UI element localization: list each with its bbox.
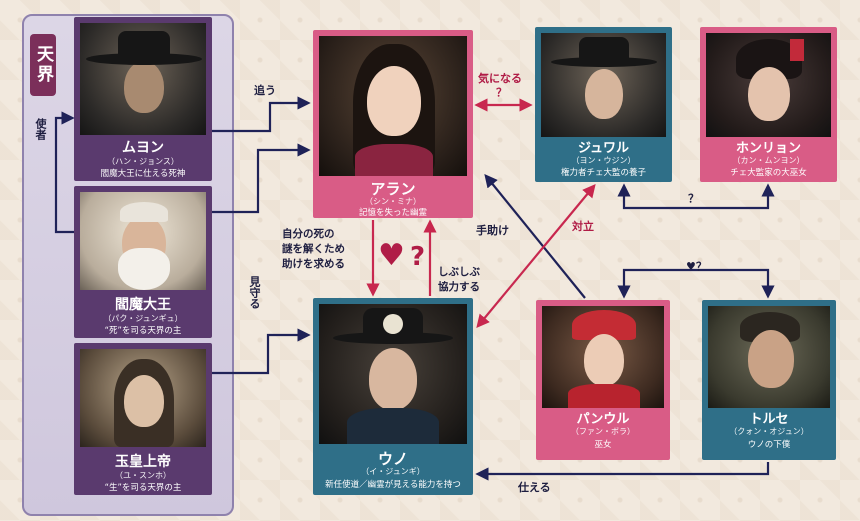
card-juwol: ジュワル （ヨン・ウジン） 権力者チェ大監の養子 bbox=[535, 27, 672, 182]
card-torse: トルセ （クォン・オジュン） ウノの下僕 bbox=[702, 300, 836, 460]
label-shisha: 使者 bbox=[34, 118, 47, 140]
card-uno: ウノ （イ・ジュンギ） 新任使道／幽霊が見える能力を持つ bbox=[313, 298, 473, 495]
card-honryon: ホンリョン （カン・ムンヨン） チェ大監家の大巫女 bbox=[700, 27, 837, 182]
actor-honryon: （カン・ムンヨン） bbox=[732, 156, 805, 165]
arrow-tairitsu bbox=[476, 183, 596, 329]
name-enma: 閻魔大王 bbox=[115, 297, 171, 313]
role-honryon: チェ大監家の大巫女 bbox=[730, 168, 807, 178]
arrow-panuru-torse bbox=[617, 268, 775, 299]
label-kininaru: 気になる bbox=[478, 72, 522, 85]
role-torse: ウノの下僕 bbox=[747, 440, 791, 450]
arrow-juwol-honryon bbox=[617, 183, 775, 210]
actor-aran: （シン・ミナ） bbox=[365, 197, 421, 206]
heart-icon: ♥ bbox=[378, 238, 405, 273]
actor-uno: （イ・ジュンギ） bbox=[361, 467, 425, 476]
label-shibushibu-2: 協力する bbox=[438, 281, 480, 293]
role-uno: 新任使道／幽霊が見える能力を持つ bbox=[325, 480, 461, 490]
photo-torse bbox=[708, 306, 830, 408]
label-jibun-3: 助けを求める bbox=[282, 258, 345, 270]
role-juwol: 権力者チェ大監の養子 bbox=[560, 168, 646, 178]
role-panuru: 巫女 bbox=[594, 440, 612, 450]
card-panuru: パンウル （ファン・ボラ） 巫女 bbox=[536, 300, 670, 460]
photo-aran bbox=[319, 36, 467, 176]
actor-gyoku: （ユ・スンホ） bbox=[115, 471, 171, 480]
name-gyoku: 玉皇上帝 bbox=[115, 454, 171, 470]
name-torse: トルセ bbox=[749, 412, 789, 427]
card-enma: 閻魔大王 （パク・ジュンギュ） “死”を司る天界の主 bbox=[74, 186, 212, 338]
arrow-mimamoru bbox=[212, 328, 311, 375]
role-aran: 記憶を失った幽霊 bbox=[358, 208, 427, 218]
name-panuru: パンウル bbox=[576, 412, 630, 427]
name-aran: アラン bbox=[370, 180, 416, 198]
label-ou: 追う bbox=[254, 84, 276, 97]
label-shibushibu-1: しぶしぶ bbox=[438, 266, 480, 278]
actor-panuru: （ファン・ボラ） bbox=[571, 427, 635, 436]
name-uno: ウノ bbox=[377, 450, 408, 468]
label-tsukaeru: 仕える bbox=[518, 481, 551, 494]
heaven-label: 天界 bbox=[30, 34, 56, 96]
photo-muyon bbox=[80, 23, 206, 135]
photo-juwol bbox=[541, 33, 666, 137]
label-jibun-1: 自分の死の bbox=[282, 228, 335, 240]
label-q1: ？ bbox=[496, 86, 507, 99]
label-heart-q: ♥？ bbox=[686, 260, 707, 273]
label-mimamoru: 見守る bbox=[248, 276, 261, 309]
arrow-enma-aran bbox=[212, 143, 311, 214]
arrow-tsukaeru bbox=[475, 462, 770, 481]
actor-enma: （パク・ジュンギュ） bbox=[103, 314, 183, 323]
card-gyoku: 玉皇上帝 （ユ・スンホ） “生”を司る天界の主 bbox=[74, 343, 212, 495]
arrow-ou bbox=[212, 96, 311, 133]
photo-honryon bbox=[706, 33, 831, 137]
actor-muyon: （ハン・ジョンス） bbox=[107, 157, 179, 166]
role-gyoku: “生”を司る天界の主 bbox=[104, 483, 182, 493]
label-tairitsu: 対立 bbox=[572, 220, 594, 233]
card-muyon: ムヨン （ハン・ジョンス） 閻魔大王に仕える死神 bbox=[74, 17, 212, 181]
question-mark-icon: ? bbox=[410, 242, 426, 272]
label-jibun-2: 謎を解くため bbox=[282, 243, 345, 255]
label-q2: ？ bbox=[688, 192, 699, 205]
photo-gyoku bbox=[80, 349, 206, 447]
card-aran: アラン （シン・ミナ） 記憶を失った幽霊 bbox=[313, 30, 473, 218]
name-honryon: ホンリョン bbox=[735, 141, 801, 156]
name-muyon: ムヨン bbox=[122, 140, 164, 156]
photo-uno bbox=[319, 304, 467, 444]
role-enma: “死”を司る天界の主 bbox=[104, 326, 182, 336]
actor-torse: （クォン・オジュン） bbox=[729, 427, 809, 436]
actor-juwol: （ヨン・ウジン） bbox=[571, 156, 636, 165]
photo-enma bbox=[80, 192, 206, 290]
label-tedasuke: 手助け bbox=[476, 224, 509, 237]
role-muyon: 閻魔大王に仕える死神 bbox=[100, 169, 186, 179]
arrow-shisha bbox=[54, 111, 75, 234]
name-juwol: ジュワル bbox=[577, 141, 630, 156]
